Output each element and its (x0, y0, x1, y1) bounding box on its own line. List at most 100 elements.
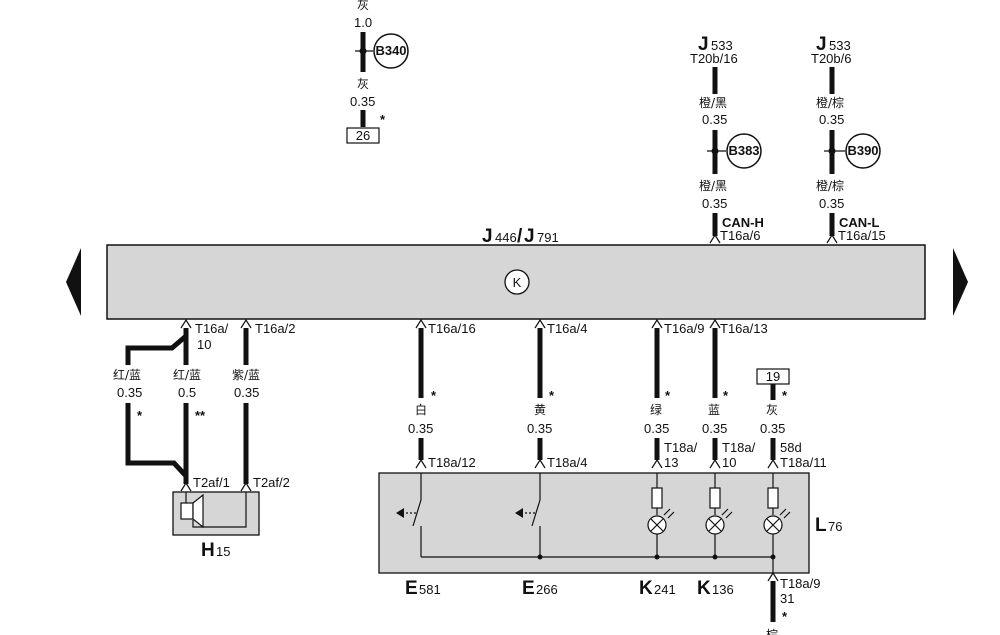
can-l-label: CAN-L (839, 215, 879, 230)
wire-size-label: 0.35 (702, 196, 727, 211)
splice-b340[interactable] (373, 33, 409, 69)
pin-label: 58d (780, 440, 802, 455)
electronic-symbol-label: K (513, 275, 522, 290)
pin-label: T18a/4 (547, 455, 587, 470)
wire-size-label: 0.35 (760, 421, 785, 436)
wire-color-label: 橙/黑 (699, 178, 727, 193)
lamp-cross (650, 518, 664, 532)
pin-label: 10 (722, 455, 736, 470)
pin-label: T2af/1 (193, 475, 230, 490)
connector-pin (180, 481, 192, 492)
connector-pin (415, 458, 427, 469)
lamp-wires-group: T16a/9 * 绿 0.35 T18a/ 13 T16a/13 * 蓝 0.3… (644, 318, 768, 470)
wire-mark: * (380, 112, 386, 127)
k136-name: K (697, 578, 711, 599)
pin-label: T20b/16 (690, 51, 738, 66)
l76-name: L (815, 515, 827, 536)
continue-left-arrow[interactable] (66, 248, 81, 316)
wire-color-label: 白 (415, 402, 427, 417)
wire-color-label: 灰 (357, 77, 369, 91)
wire-size-label: 0.35 (234, 385, 259, 400)
wire-mark: * (431, 388, 437, 403)
pin-label: 10 (197, 337, 211, 352)
e266-name: E (522, 578, 535, 599)
connector-pin (709, 458, 721, 469)
cu-slash: / (517, 226, 523, 247)
pin-label: T16a/16 (428, 321, 476, 336)
e266-sub: 266 (536, 582, 558, 597)
wire-mark: * (665, 388, 671, 403)
connector-pin (767, 571, 779, 582)
wire-color-label: 红/蓝 (173, 367, 201, 382)
e581-name: E (405, 578, 418, 599)
ref-box-26[interactable] (346, 127, 380, 144)
h15-name: H (201, 540, 215, 561)
h15-wires-group: T16a/ 10 T16a/2 红/蓝 0.35 红/蓝 0.5 紫/蓝 0.3… (113, 318, 295, 561)
splice-b390[interactable] (845, 133, 881, 169)
pin-label: T16a/13 (720, 321, 768, 336)
can-h-label: CAN-H (722, 215, 764, 230)
splice-b390-label: B390 (847, 143, 878, 158)
cu-j2-sub: 791 (537, 230, 559, 245)
electronic-symbol-icon (504, 269, 530, 295)
connector-pin (415, 318, 427, 329)
splice-b340-label: B340 (375, 43, 406, 58)
splice-b383[interactable] (726, 133, 762, 169)
switch-actuator-arrow (515, 508, 523, 518)
wire-color-label: 紫/蓝 (232, 368, 260, 382)
connector-pin (709, 233, 721, 244)
resistor-icon (651, 487, 663, 509)
pin-label: T18a/12 (428, 455, 476, 470)
cu-j1-sub: 446 (495, 230, 517, 245)
k241-name: K (639, 578, 653, 599)
pin-label: 31 (780, 591, 794, 606)
module-j533-sub: 533 (829, 38, 851, 53)
speaker-icon (180, 502, 194, 520)
wire-color-label: 红/蓝 (113, 367, 141, 382)
can-h-group: J 533 T20b/16 橙/黑 0.35 B383 橙/黑 0.35 CAN… (690, 34, 764, 244)
wire-mark: * (782, 609, 788, 624)
h15-sub: 15 (216, 544, 230, 559)
light-rays-icon (721, 508, 733, 519)
wire-color-label: 橙/棕 (816, 178, 844, 193)
connector-pin (826, 233, 838, 244)
cu-j2: J (524, 226, 535, 247)
wire-mark: * (782, 388, 788, 403)
light-rays-icon (663, 508, 675, 519)
splice-b383-label: B383 (728, 143, 759, 158)
pin-label: T18a/9 (780, 576, 820, 591)
switch-e581-icon (412, 499, 422, 527)
lamp-cross (766, 518, 780, 532)
module-j533-label: J (816, 34, 827, 55)
l76-sub: 76 (828, 519, 842, 534)
control-panel-l76-box[interactable] (378, 472, 810, 574)
wire-color-label: 绿 (650, 402, 662, 417)
connector-pin (767, 458, 779, 469)
wire-size-label: 0.35 (408, 421, 433, 436)
wire-size-label: 0.35 (819, 112, 844, 127)
wire-mark: * (549, 388, 555, 403)
connector-pin (240, 318, 252, 329)
wire-color-label: 黄 (534, 403, 546, 417)
continue-right-arrow[interactable] (953, 248, 968, 316)
wire-size-label: 0.35 (644, 421, 669, 436)
connector-pin (709, 318, 721, 329)
wire-size-label: 1.0 (354, 15, 372, 30)
wire-color-label: 橙/黑 (699, 95, 727, 110)
wire-b340-group: 灰 1.0 B340 灰 0.35 * 26 (346, 0, 409, 144)
pin-label: T18a/11 (780, 455, 827, 470)
pin-label: T16a/4 (547, 321, 587, 336)
wire-size-label: 0.35 (702, 421, 727, 436)
connector-pin (651, 458, 663, 469)
wire-size-label: 0.5 (178, 385, 196, 400)
speaker-cone-icon (192, 493, 204, 529)
wire-mark: * (723, 388, 729, 403)
wire-color-label: 灰 (357, 0, 369, 12)
switch-actuator-arrow (396, 508, 404, 518)
module-j533-label: J (698, 34, 709, 55)
wire-color-label: 灰 (766, 403, 778, 417)
connector-pin (180, 318, 192, 329)
wire-color-label: 蓝 (708, 403, 720, 417)
switch-wires-group: T16a/16 * 白 0.35 T18a/12 T16a/4 * 黄 0.35… (408, 318, 587, 470)
